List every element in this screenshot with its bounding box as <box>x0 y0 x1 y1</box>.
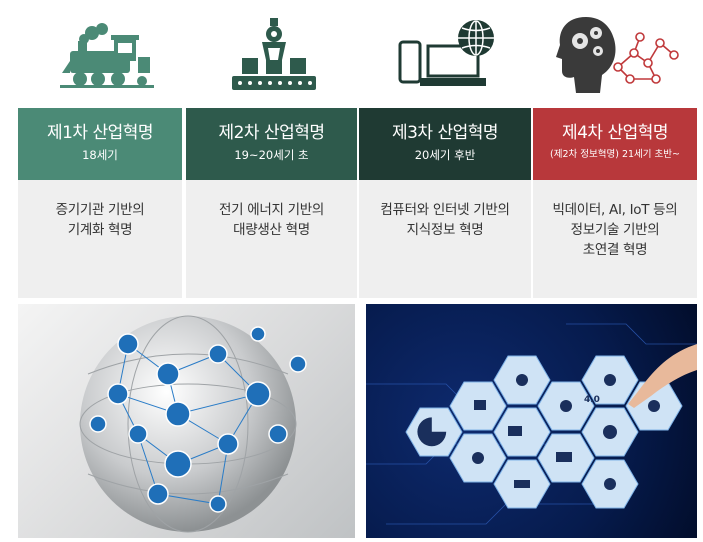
description-line: 기계화 혁명 <box>67 222 133 238</box>
column-title: 제4차 산업혁명 <box>561 123 669 143</box>
revolution-column-3: 제3차 산업혁명 20세기 후반 컴퓨터와 인터넷 기반의 지식정보 혁명 <box>359 108 531 298</box>
column-header: 제1차 산업혁명 18세기 <box>18 108 182 180</box>
column-header: 제3차 산업혁명 20세기 후반 <box>359 108 531 180</box>
revolution-column-2: 제2차 산업혁명 19~20세기 초 전기 에너지 기반의 대량생산 혁명 <box>186 108 357 298</box>
description-line: 전기 에너지 기반의 <box>219 202 324 218</box>
description-line: 컴퓨터와 인터넷 기반의 <box>380 202 510 218</box>
description-line: 지식정보 혁명 <box>406 222 484 238</box>
column-description: 증기기관 기반의 기계화 혁명 <box>18 180 182 298</box>
column-title: 제3차 산업혁명 <box>391 123 499 143</box>
description-line: 정보기술 기반의 <box>570 222 660 238</box>
column-header: 제2차 산업혁명 19~20세기 초 <box>186 108 357 180</box>
column-period: 18세기 <box>82 148 118 162</box>
column-title: 제1차 산업혁명 <box>46 123 154 143</box>
description-line: 초연결 혁명 <box>582 242 648 258</box>
connected-globe-image <box>18 304 355 538</box>
industry-4-label: 4.0 <box>584 395 600 405</box>
column-description: 전기 에너지 기반의 대량생산 혁명 <box>186 180 357 298</box>
description-line: 대량생산 혁명 <box>233 222 310 238</box>
brain-network-icon <box>533 8 703 104</box>
column-period: 19~20세기 초 <box>234 148 309 162</box>
steam-train-icon <box>18 8 193 104</box>
description-line: 증기기관 기반의 <box>55 202 145 218</box>
column-description: 빅데이터, AI, IoT 등의 정보기술 기반의 초연결 혁명 <box>533 180 697 298</box>
icon-row <box>0 0 703 108</box>
factory-robot-arm-icon <box>186 8 361 104</box>
column-period: 20세기 후반 <box>414 148 476 162</box>
description-line: 빅데이터, AI, IoT 등의 <box>552 202 678 218</box>
column-description: 컴퓨터와 인터넷 기반의 지식정보 혁명 <box>359 180 531 298</box>
revolution-column-1: 제1차 산업혁명 18세기 증기기관 기반의 기계화 혁명 <box>18 108 182 298</box>
revolution-column-4: 제4차 산업혁명 (제2차 정보혁명) 21세기 초반~ 빅데이터, AI, I… <box>533 108 697 298</box>
column-title: 제2차 산업혁명 <box>218 123 325 143</box>
industry-4-hexagon-image: 4.0 <box>366 304 697 538</box>
computer-globe-icon <box>359 8 534 104</box>
column-header: 제4차 산업혁명 (제2차 정보혁명) 21세기 초반~ <box>533 108 697 180</box>
column-period: (제2차 정보혁명) 21세기 초반~ <box>550 149 680 160</box>
